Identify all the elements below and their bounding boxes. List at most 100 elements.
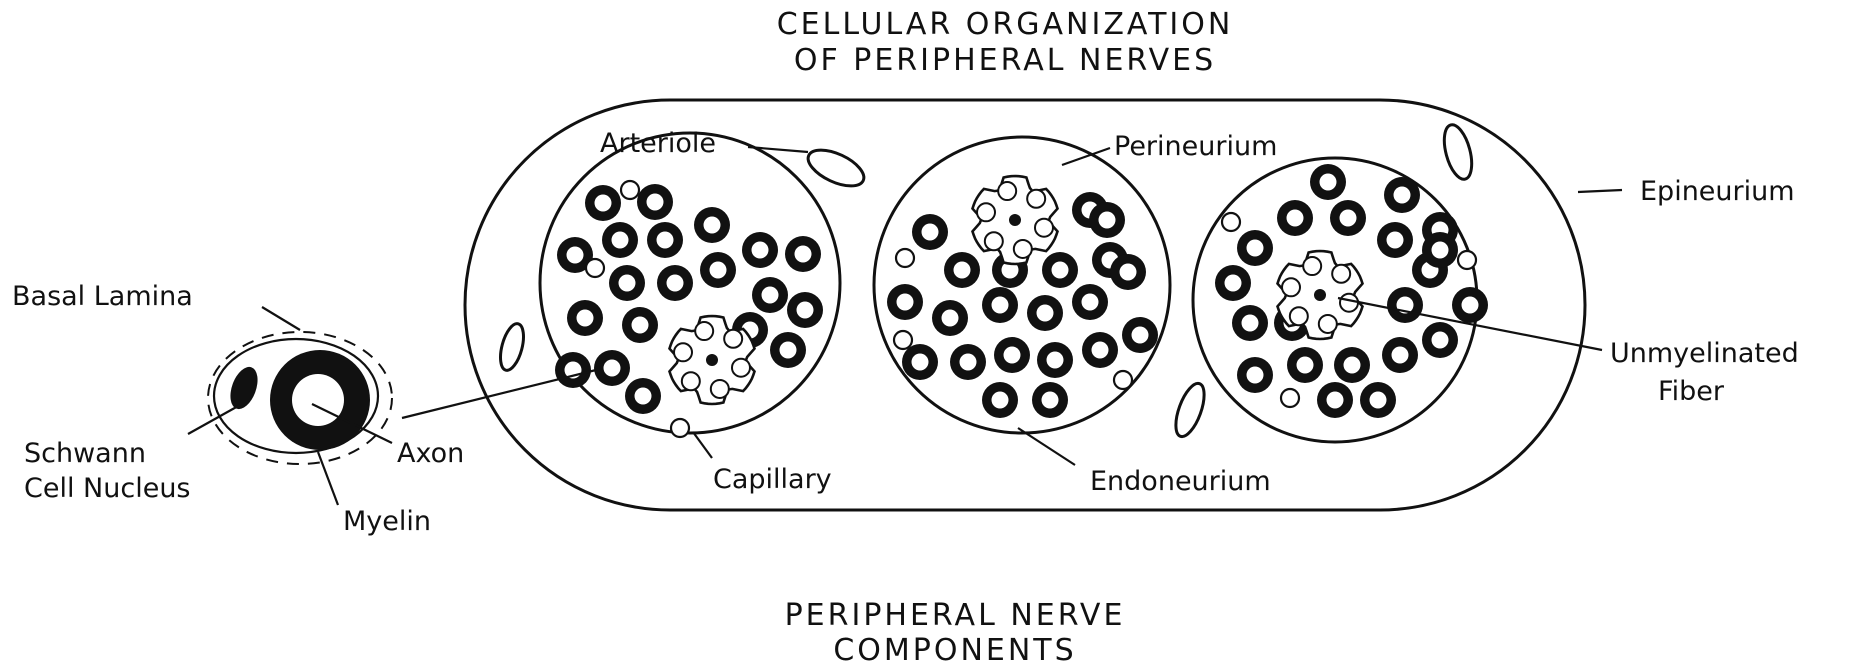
myelinated-fiber-axon xyxy=(1387,232,1404,249)
capillary-vessel xyxy=(1114,371,1132,389)
myelinated-fiber-axon xyxy=(1132,327,1149,344)
unmyelinated-axon xyxy=(695,322,713,340)
unmyelinated-axon xyxy=(985,232,1003,250)
myelinated-fiber-axon xyxy=(1320,174,1337,191)
label-unmyelinated-line2: Fiber xyxy=(1658,376,1725,407)
capillary-vessel xyxy=(894,331,912,349)
leader-schwann-nucleus xyxy=(188,405,240,434)
leader-endoneurium xyxy=(1018,428,1075,465)
unmyelinated-axon xyxy=(1027,190,1045,208)
myelinated-fiber-axon xyxy=(595,195,612,212)
label-basal-lamina: Basal Lamina xyxy=(12,281,193,312)
myelinated-fiber-axon xyxy=(1344,357,1361,374)
myelinated-fiber-axon xyxy=(1327,392,1344,409)
label-capillary: Capillary xyxy=(713,464,832,495)
fascicle xyxy=(874,137,1170,433)
unmyelinated-axon xyxy=(1290,307,1308,325)
myelinated-fiber-axon xyxy=(1370,392,1387,409)
unmyelinated-axon xyxy=(998,182,1016,200)
myelinated-fiber-axon xyxy=(762,287,779,304)
myelinated-fiber-axon xyxy=(1242,315,1259,332)
label-axon: Axon xyxy=(397,438,464,469)
unmyelinated-axon xyxy=(1014,240,1032,258)
myelinated-fiber-axon xyxy=(635,388,652,405)
myelinated-fiber-axon xyxy=(942,310,959,327)
unmyelinated-axon xyxy=(682,372,700,390)
unmyelinated-axon xyxy=(711,380,729,398)
myelinated-fiber-axon xyxy=(992,297,1009,314)
myelinated-fiber-axon xyxy=(632,317,649,334)
myelinated-fiber-axon xyxy=(960,354,977,371)
myelinated-fiber-axon xyxy=(922,224,939,241)
label-myelin: Myelin xyxy=(343,506,431,537)
label-unmyelinated-line1: Unmyelinated xyxy=(1610,338,1799,369)
myelinated-fiber-axon xyxy=(1099,212,1116,229)
leader-epineurium xyxy=(1578,190,1622,192)
unmyelinated-axon xyxy=(674,343,692,361)
unmyelinated-axon xyxy=(1282,278,1300,296)
myelinated-fiber-axon xyxy=(992,392,1009,409)
unmyelinated-schwann-nucleus xyxy=(706,354,718,366)
label-arteriole: Arteriole xyxy=(600,128,716,159)
myelinated-fiber-axon xyxy=(1432,332,1449,349)
myelinated-fiber-axon xyxy=(710,262,727,279)
fascicle xyxy=(540,133,840,437)
label-epineurium: Epineurium xyxy=(1640,176,1795,207)
unmyelinated-axon xyxy=(1035,219,1053,237)
myelinated-fiber-axon xyxy=(1392,347,1409,364)
unmyelinated-schwann-nucleus xyxy=(1314,289,1326,301)
unmyelinated-axon xyxy=(724,330,742,348)
myelinated-fiber-axon xyxy=(1340,210,1357,227)
myelinated-fiber-axon xyxy=(577,310,594,327)
myelinated-fiber-axon xyxy=(912,354,929,371)
myelinated-fiber-axon xyxy=(897,294,914,311)
myelinated-fiber-axon xyxy=(647,194,664,211)
unmyelinated-axon xyxy=(1303,257,1321,275)
myelinated-fiber-axon xyxy=(1092,342,1109,359)
myelinated-fiber-axon xyxy=(612,232,629,249)
myelinated-fiber-axon xyxy=(1052,262,1069,279)
myelinated-fiber-axon xyxy=(604,360,621,377)
myelinated-fiber-axon xyxy=(567,247,584,264)
leader-basal-lamina xyxy=(262,307,300,330)
capillary-vessel xyxy=(1281,389,1299,407)
label-schwann-line2: Cell Nucleus xyxy=(24,473,191,504)
caption-line1: PERIPHERAL NERVE xyxy=(785,598,1126,633)
schwann-cell-nucleus xyxy=(225,363,263,413)
label-schwann-line1: Schwann xyxy=(24,438,146,469)
diagram-title-line2: OF PERIPHERAL NERVES xyxy=(794,43,1216,78)
epineurial-vessel xyxy=(1170,380,1210,440)
myelinated-fiber-axon xyxy=(657,232,674,249)
myelinated-fiber-axon xyxy=(752,242,769,259)
myelinated-fiber-axon xyxy=(1042,392,1059,409)
myelinated-fiber-axon xyxy=(1462,297,1479,314)
capillary-vessel xyxy=(1222,213,1240,231)
myelinated-fiber-axon xyxy=(1225,275,1242,292)
axon xyxy=(292,374,344,426)
myelinated-fiber-axon xyxy=(1082,294,1099,311)
capillary-vessel xyxy=(1458,251,1476,269)
myelinated-fiber-axon xyxy=(1037,305,1054,322)
myelinated-fiber-axon xyxy=(797,302,814,319)
myelinated-fiber-axon xyxy=(1247,367,1264,384)
unmyelinated-axon xyxy=(1340,294,1358,312)
unmyelinated-axon xyxy=(1332,265,1350,283)
arteriole-vessel xyxy=(803,143,869,194)
leader-capillary xyxy=(693,432,712,458)
label-perineurium: Perineurium xyxy=(1114,131,1277,162)
caption-line2: COMPONENTS xyxy=(833,633,1076,668)
capillary-vessel xyxy=(586,259,604,277)
myelinated-fiber-axon xyxy=(1247,240,1264,257)
epineurial-vessel xyxy=(1439,122,1477,182)
myelinated-fiber-axon xyxy=(1432,242,1449,259)
unmyelinated-axon xyxy=(1319,315,1337,333)
unmyelinated-axon xyxy=(977,203,995,221)
unmyelinated-axon xyxy=(732,359,750,377)
myelinated-fiber-axon xyxy=(795,246,812,263)
myelinated-fiber-axon xyxy=(704,217,721,234)
myelinated-fiber-axon xyxy=(1120,264,1137,281)
fascicle xyxy=(1193,158,1488,442)
myelinated-fiber-axon xyxy=(1287,210,1304,227)
myelinated-fiber-axon xyxy=(1004,347,1021,364)
